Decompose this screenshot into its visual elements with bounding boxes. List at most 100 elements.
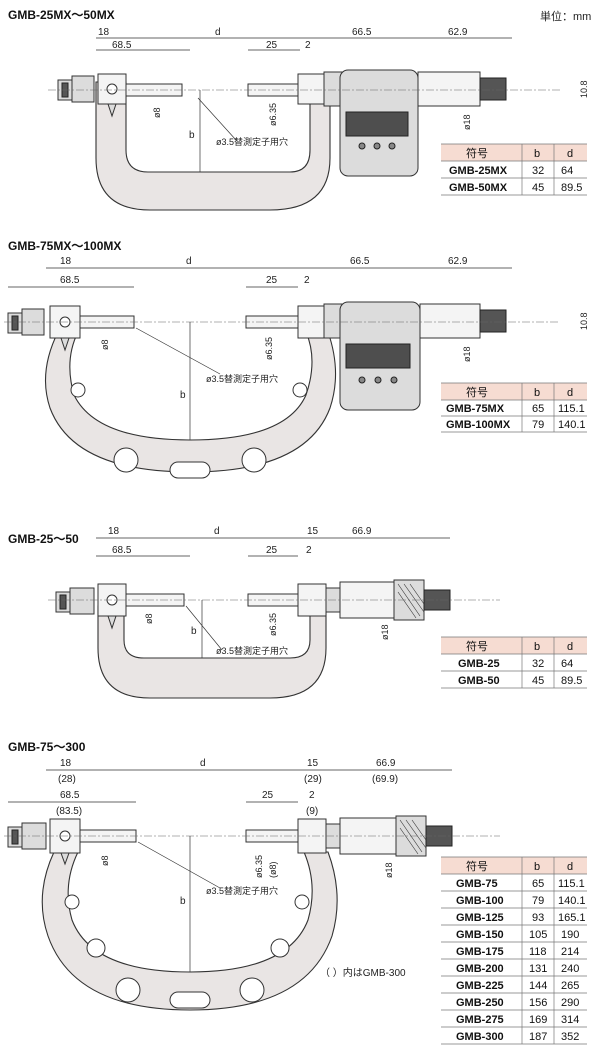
dim-label-68-5: 68.5 bbox=[60, 275, 80, 286]
table-cell-b: 144 bbox=[529, 980, 547, 992]
frame-hole bbox=[270, 938, 290, 958]
table-cell-b: 187 bbox=[529, 1031, 547, 1043]
dim-label-9: (9) bbox=[306, 806, 318, 817]
clamp-body bbox=[69, 587, 95, 615]
table-header-bg bbox=[441, 144, 587, 161]
lcd-screen bbox=[345, 111, 409, 137]
display-button bbox=[358, 376, 366, 384]
dim-label-b: b bbox=[191, 626, 197, 637]
table-header-bg bbox=[441, 383, 587, 400]
dim-label-68-5: 68.5 bbox=[60, 790, 80, 801]
hole-annotation: ø3.5替測定子用穴 bbox=[216, 645, 288, 656]
table-cell-d: 89.5 bbox=[561, 675, 582, 687]
table-cell-b: 65 bbox=[532, 878, 544, 890]
dim-label-62-9: 62.9 bbox=[448, 27, 468, 38]
clamp-knob-grip bbox=[59, 594, 67, 610]
frame-hole bbox=[241, 447, 267, 473]
table-cell-code: GMB-175 bbox=[456, 946, 504, 958]
dim-label-phi8: ø8 bbox=[100, 339, 110, 350]
dim-label-phi8: ø8 bbox=[152, 107, 162, 118]
dim-label-b: b bbox=[189, 130, 195, 141]
dim-label-25: 25 bbox=[266, 40, 278, 51]
table-cell-b: 79 bbox=[532, 419, 544, 431]
frame-slot bbox=[169, 461, 211, 479]
frame-hole bbox=[64, 894, 80, 910]
dim-label-phi8: ø8 bbox=[100, 855, 110, 866]
dim-label-phi18: ø18 bbox=[384, 862, 394, 878]
clamp-lever bbox=[107, 103, 117, 118]
hole-annotation: ø3.5替測定子用穴 bbox=[206, 373, 278, 384]
dim-label-phi6-35: ø6.35 bbox=[254, 855, 264, 878]
clamp-knob-grip bbox=[11, 315, 19, 331]
anvil-screw bbox=[106, 83, 118, 95]
table-cell-d: 140.1 bbox=[558, 895, 586, 907]
hole-annotation: ø3.5替測定子用穴 bbox=[216, 136, 288, 147]
table-cell-d: 140.1 bbox=[558, 419, 586, 431]
frame-hole bbox=[115, 977, 141, 1003]
table-cell-b: 131 bbox=[529, 963, 547, 975]
section-title: GMB-75～300 bbox=[8, 740, 86, 754]
dim-label-2: 2 bbox=[306, 545, 312, 556]
hole-annotation: ø3.5替測定子用穴 bbox=[206, 885, 278, 896]
dim-label-phi18: ø18 bbox=[380, 624, 390, 640]
table-cell-d: 89.5 bbox=[561, 182, 582, 194]
table-header-b: b bbox=[534, 641, 540, 653]
section-title: GMB-25～50 bbox=[8, 532, 79, 546]
clamp-lever bbox=[107, 615, 117, 630]
thimble bbox=[419, 303, 481, 339]
table-cell-code: GMB-75MX bbox=[446, 403, 505, 415]
section-gmb-25-50: GMB-25～50 18 68.5 d 25 15 2 66.9 ø8 ø6.3… bbox=[8, 526, 587, 699]
display-button bbox=[390, 376, 398, 384]
table-cell-b: 105 bbox=[529, 929, 547, 941]
dim-label-phi6-35: ø6.35 bbox=[264, 337, 274, 360]
dim-label-2: 2 bbox=[309, 790, 315, 801]
table-header-code: 符号 bbox=[466, 640, 488, 653]
table-cell-d: 290 bbox=[561, 997, 579, 1009]
dim-label-2: 2 bbox=[304, 275, 310, 286]
table-cell-code: GMB-75 bbox=[456, 878, 498, 890]
clamp-body bbox=[71, 75, 95, 103]
table-cell-b: 93 bbox=[532, 912, 544, 924]
leader-line bbox=[185, 605, 223, 651]
dim-label-d: d bbox=[186, 256, 192, 267]
spindle-holder bbox=[297, 73, 325, 105]
table-cell-d: 240 bbox=[561, 963, 579, 975]
micrometer-frame bbox=[45, 331, 337, 473]
section-title: GMB-75MX～100MX bbox=[8, 239, 121, 253]
dim-label-83-5: (83.5) bbox=[56, 806, 82, 817]
table-cell-code: GMB-100 bbox=[456, 895, 504, 907]
clamp-lever bbox=[60, 337, 70, 352]
table-cell-code: GMB-200 bbox=[456, 963, 504, 975]
dim-label-25: 25 bbox=[266, 275, 278, 286]
table-cell-code: GMB-100MX bbox=[446, 419, 511, 431]
parenthesis-note: （ ）内はGMB-300 bbox=[320, 966, 406, 979]
dim-label-d: d bbox=[200, 758, 206, 769]
dim-label-18: 18 bbox=[108, 526, 120, 537]
table-header-b: b bbox=[534, 148, 540, 160]
table-header-bg bbox=[441, 857, 587, 874]
table-header-code: 符号 bbox=[466, 860, 488, 873]
leader-line bbox=[197, 97, 237, 141]
dim-label-25: 25 bbox=[262, 790, 274, 801]
table-cell-d: 314 bbox=[561, 1014, 579, 1026]
table-cell-d: 165.1 bbox=[558, 912, 586, 924]
table-cell-d: 190 bbox=[561, 929, 579, 941]
dim-label-phi18: ø18 bbox=[462, 114, 472, 130]
table-cell-b: 32 bbox=[532, 165, 544, 177]
dim-label-66-9: 66.9 bbox=[352, 526, 372, 537]
table-cell-b: 169 bbox=[529, 1014, 547, 1026]
frame-hole bbox=[70, 382, 86, 398]
table-cell-b: 45 bbox=[532, 675, 544, 687]
dim-label-b: b bbox=[180, 390, 186, 401]
leader-line bbox=[137, 841, 221, 889]
dim-label-b: b bbox=[180, 896, 186, 907]
clamp-knob-grip bbox=[11, 829, 19, 845]
table-cell-b: 118 bbox=[529, 946, 547, 958]
table-cell-d: 214 bbox=[561, 946, 579, 958]
dim-label-68-5: 68.5 bbox=[112, 40, 132, 51]
table-header-code: 符号 bbox=[466, 147, 488, 160]
section-gmb-25mx-50mx: GMB-25MX～50MX 18 bbox=[8, 8, 589, 211]
table-header-bg bbox=[441, 637, 587, 654]
